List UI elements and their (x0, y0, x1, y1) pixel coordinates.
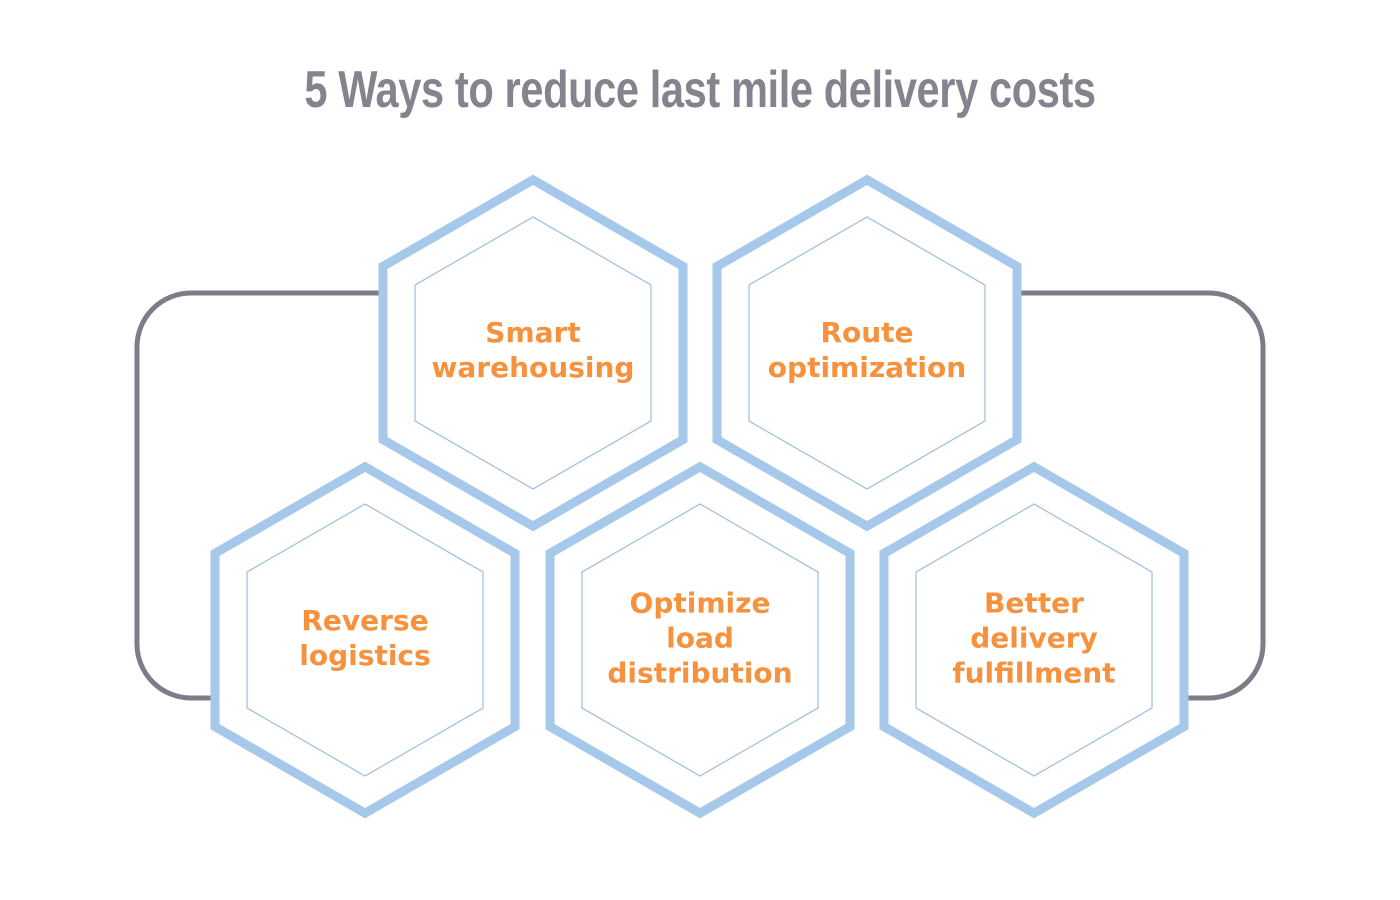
hexagon-label-reverse-logistics: Reverse logistics (299, 604, 431, 672)
hexagon-reverse-logistics (210, 461, 520, 819)
hexagon-optimize-load-distribution (545, 461, 855, 819)
hexagon-inner-line (246, 503, 484, 777)
hexagon-outer-border (545, 461, 855, 819)
hexagon-inner-line (915, 503, 1153, 777)
hexagon-inner-line (748, 216, 986, 490)
hexagon-label-optimize-load-distribution: Optimize load distribution (607, 586, 793, 690)
hexagon-inner-line (414, 216, 652, 490)
hexagon-outer-border (210, 461, 520, 819)
hexagon-outer-border (378, 174, 688, 532)
page-title: 5 Ways to reduce last mile delivery cost… (304, 61, 1096, 119)
hexagon-better-delivery-fulfillment (879, 461, 1189, 819)
hexagon-inner-line (581, 503, 819, 777)
hexagon-outer-border (712, 174, 1022, 532)
hexagon-route-optimization (712, 174, 1022, 532)
hexagon-label-better-delivery-fulfillment: Better delivery fulfillment (952, 586, 1116, 690)
hexagon-outer-border (879, 461, 1189, 819)
hexagon-label-smart-warehousing: Smart warehousing (431, 316, 635, 384)
hexagon-smart-warehousing (378, 174, 688, 532)
hexagon-label-route-optimization: Route optimization (767, 316, 967, 384)
